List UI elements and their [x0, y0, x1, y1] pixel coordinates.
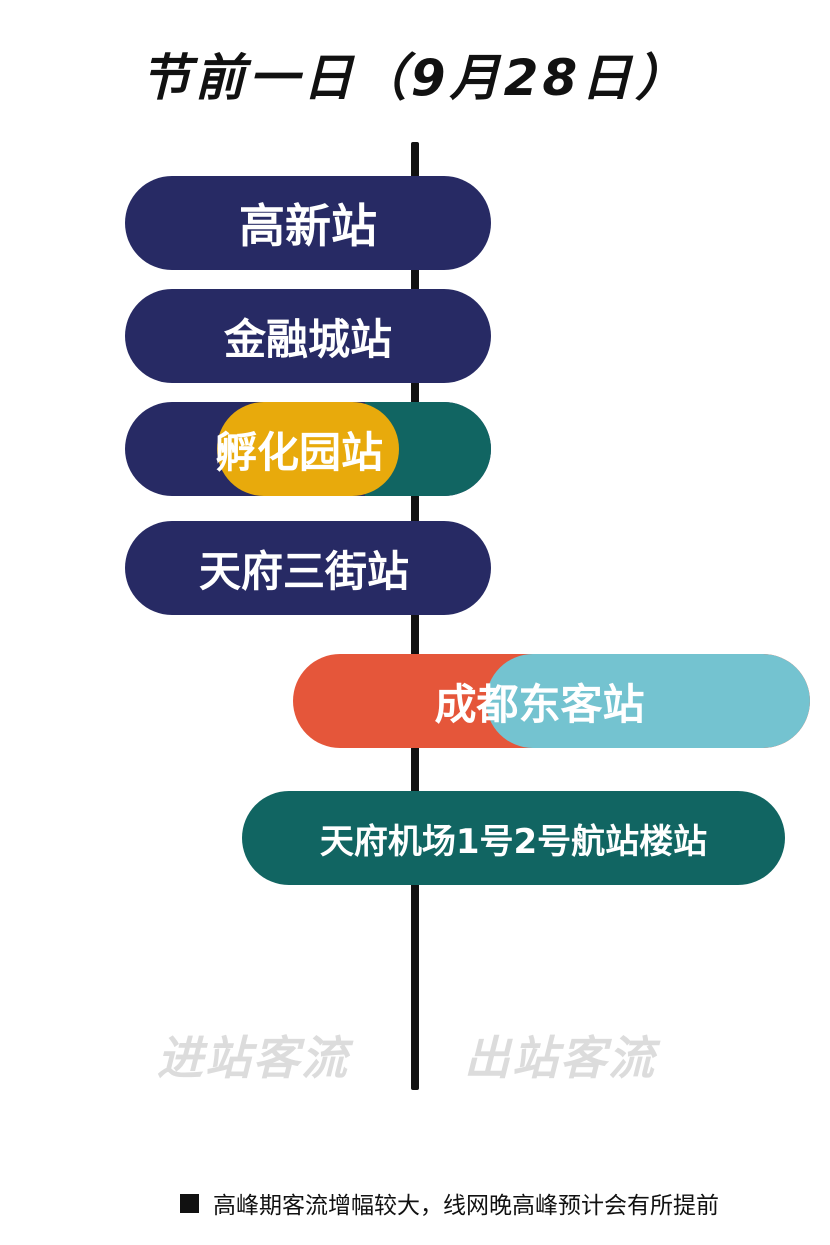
bullet-square-icon	[180, 1193, 199, 1213]
page-title: 节前一日（9月28日）	[140, 49, 690, 107]
station-pill-gaoxin: 高新站	[125, 176, 491, 270]
station-label: 天府机场1号2号航站楼站	[319, 821, 708, 862]
outbound-flow-label: 出站客流	[464, 1031, 656, 1085]
outbound-segment	[486, 654, 810, 748]
station-pill-tianfusanjie: 天府三街站	[125, 521, 491, 615]
station-pill-fuhuayuan: 孵化园站	[125, 402, 491, 496]
station-pill-chengdudong: 成都东客站	[293, 654, 810, 748]
station-label: 天府三街站	[198, 546, 409, 596]
inbound-flow-label: 进站客流	[157, 1031, 349, 1085]
station-label: 金融城站	[223, 314, 392, 364]
station-label: 孵化园站	[214, 427, 383, 477]
station-pill-jinrongcheng: 金融城站	[125, 289, 491, 383]
timeline-axis	[411, 142, 419, 1090]
footnote-text: 高峰期客流增幅较大，线网晚高峰预计会有所提前	[213, 1193, 719, 1219]
station-pill-tianfu-airport: 天府机场1号2号航站楼站	[242, 791, 785, 885]
highlight-segment	[217, 402, 399, 496]
station-label: 高新站	[239, 199, 377, 253]
footnote: 高峰期客流增幅较大，线网晚高峰预计会有所提前	[180, 1186, 719, 1220]
station-label: 成都东客站	[434, 679, 645, 729]
